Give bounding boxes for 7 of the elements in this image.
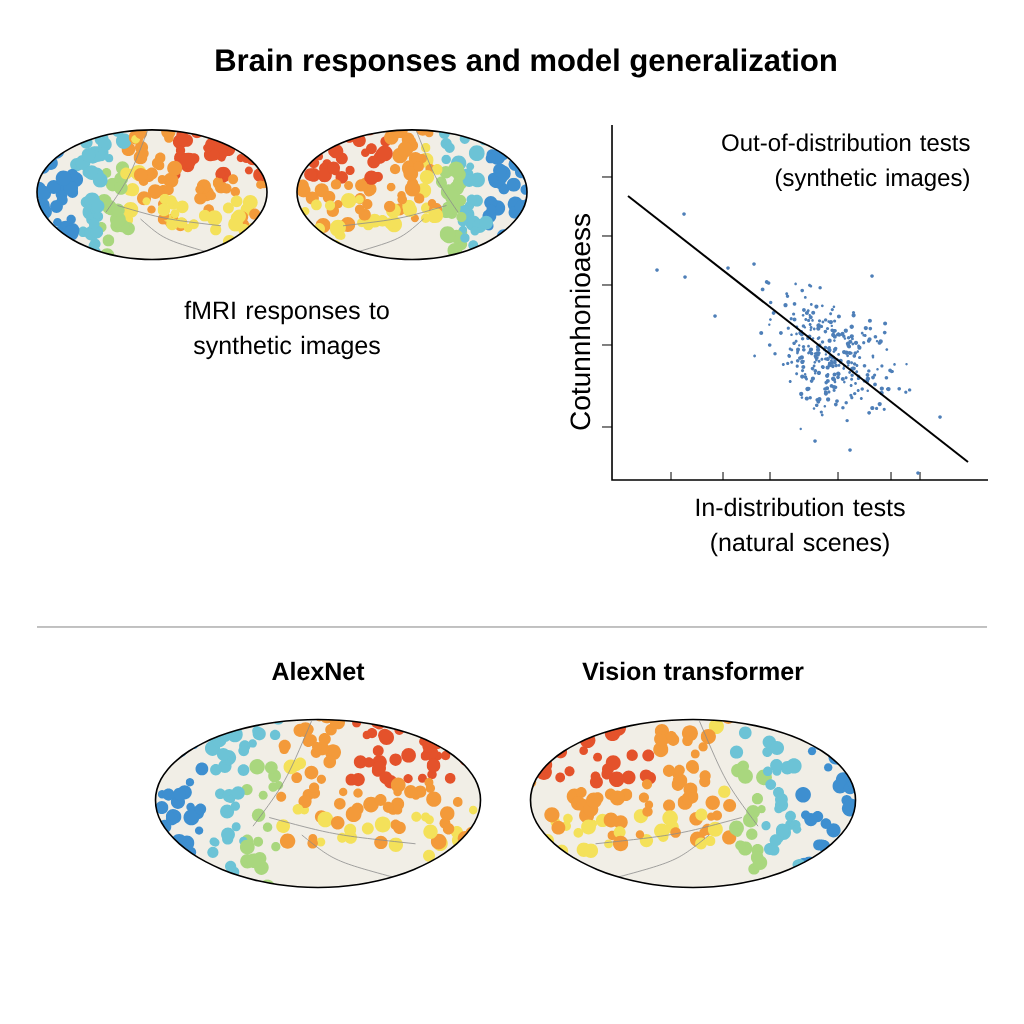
- axis-title: Out-of-distribution tests (synthetic images): [722, 133, 970, 191]
- model-name: Vision transformer: [582, 661, 804, 681]
- caption: fMRI responses to synthetic images: [184, 300, 389, 360]
- axis-title: In-distribution tests (natural scenes): [696, 497, 905, 557]
- axis-title: Cotunnhonioaess: [569, 214, 591, 430]
- model-name: AlexNet: [272, 661, 365, 681]
- title: Brain responses and model generalization: [216, 48, 836, 78]
